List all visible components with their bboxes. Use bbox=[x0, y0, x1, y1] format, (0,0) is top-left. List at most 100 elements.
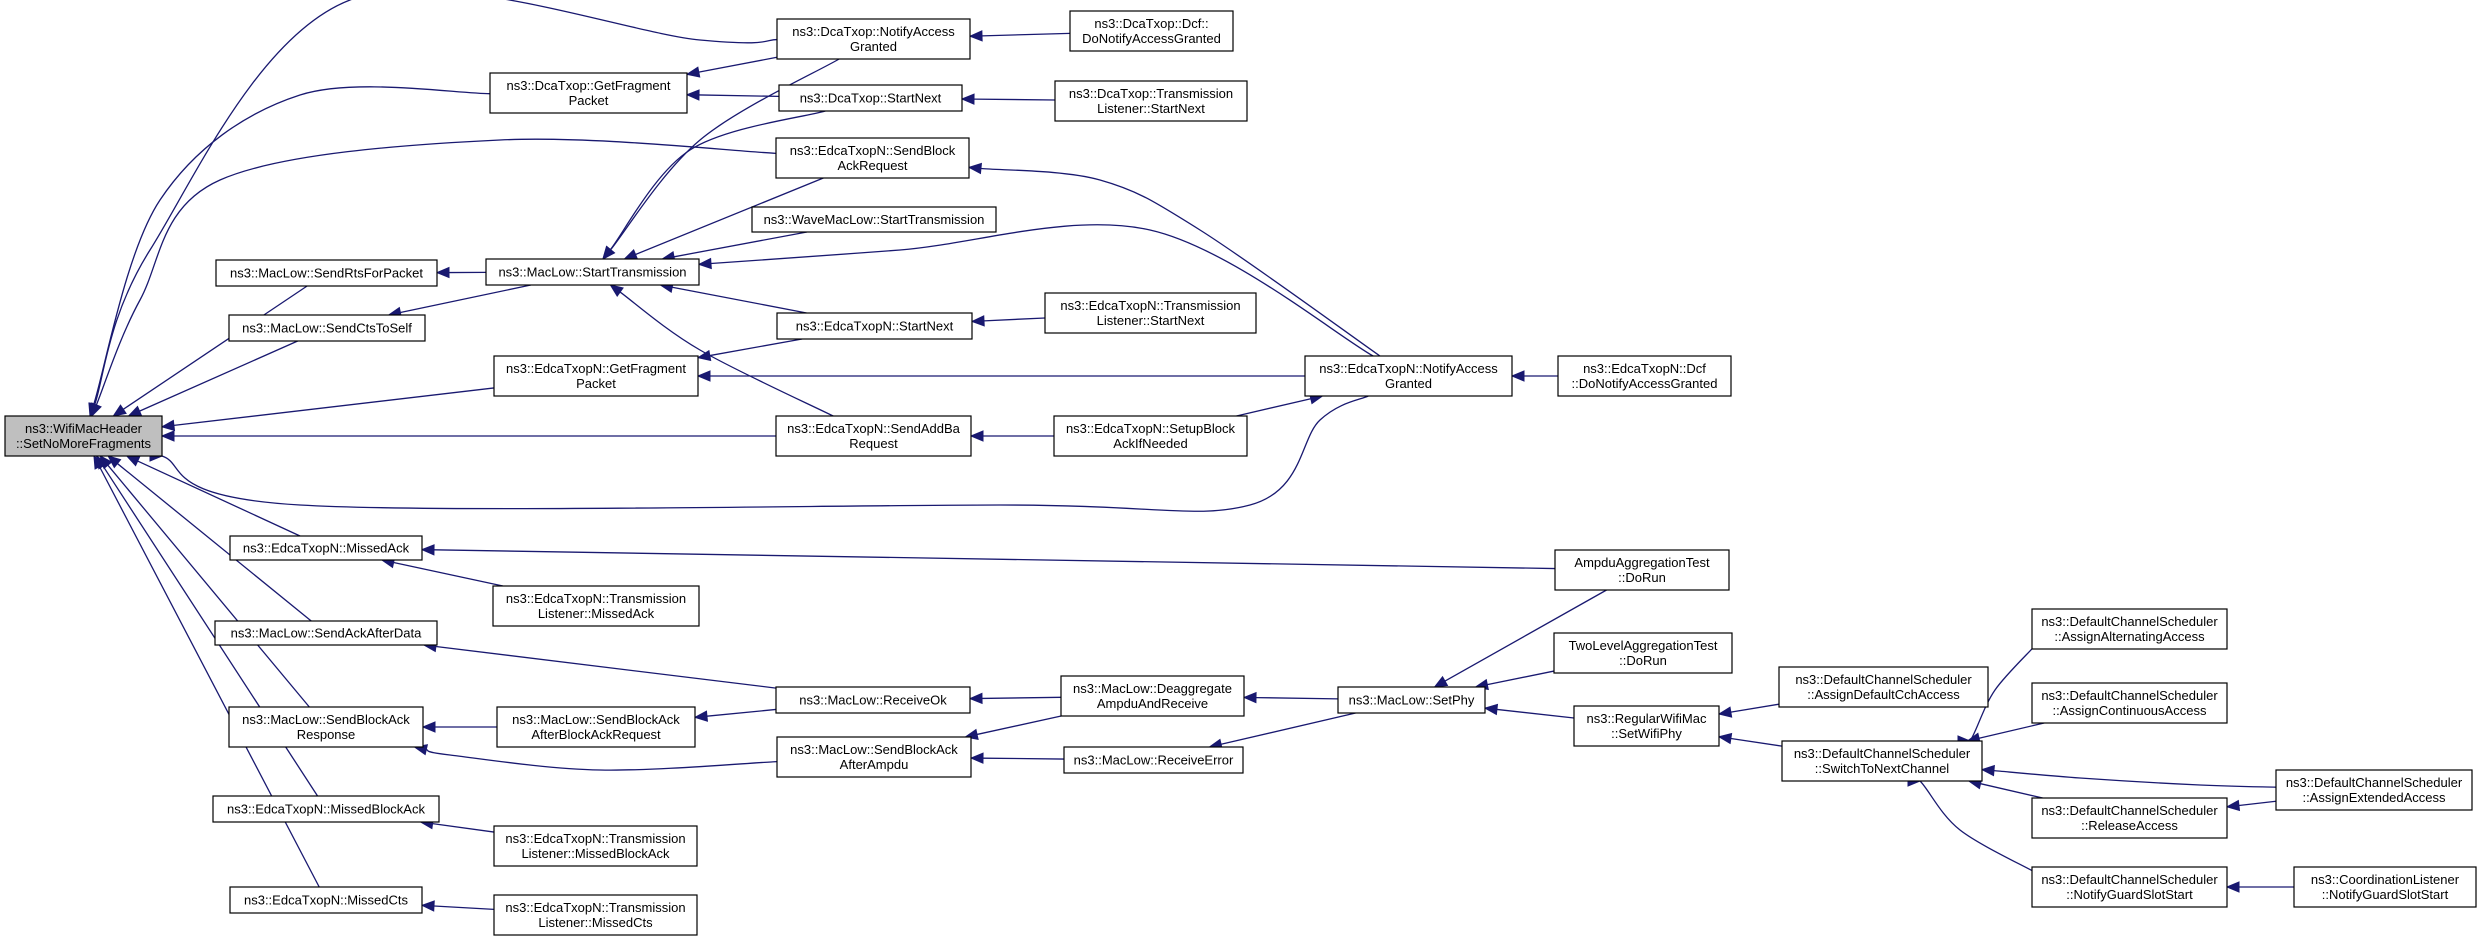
graph-edges bbox=[88, 0, 2294, 912]
edge-dca-startnext-to-dca-getfrag bbox=[685, 89, 780, 101]
arrowhead-icon bbox=[968, 692, 983, 705]
node-edca-notify[interactable]: ns3::EdcaTxopN::NotifyAccessGranted bbox=[1304, 355, 1513, 397]
arrowhead-icon bbox=[1980, 764, 1995, 777]
node-edca-tl-startnext[interactable]: ns3::EdcaTxopN::TransmissionListener::St… bbox=[1044, 292, 1257, 334]
node-sendackafterdata[interactable]: ns3::MacLow::SendAckAfterData bbox=[214, 620, 438, 646]
edge-wave-start-to-start-tx bbox=[660, 231, 808, 263]
node-label: Listener::StartNext bbox=[1097, 313, 1205, 328]
node-edca-tl-missedblockack[interactable]: ns3::EdcaTxopN::TransmissionListener::Mi… bbox=[493, 825, 698, 867]
node-start-tx[interactable]: ns3::MacLow::StartTransmission bbox=[485, 258, 700, 286]
node-sched-continuous[interactable]: ns3::DefaultChannelScheduler::AssignCont… bbox=[2031, 682, 2228, 724]
edge-edca-tl-missedack-to-edca-missedack bbox=[380, 557, 504, 587]
node-sendrts[interactable]: ns3::MacLow::SendRtsForPacket bbox=[215, 259, 438, 287]
node-coord-guard[interactable]: ns3::CoordinationListener::NotifyGuardSl… bbox=[2293, 866, 2477, 908]
arrowhead-icon bbox=[160, 430, 175, 442]
node-label: ::SwitchToNextChannel bbox=[1815, 761, 1950, 776]
node-ampdu-test[interactable]: AmpduAggregationTest::DoRun bbox=[1554, 549, 1730, 591]
edge-line bbox=[1444, 589, 1607, 682]
node-sendblockack-afterreq[interactable]: ns3::MacLow::SendBlockAckAfterBlockAckRe… bbox=[496, 706, 696, 748]
node-label: ns3::DcaTxop::GetFragment bbox=[506, 78, 670, 93]
node-sched-guard[interactable]: ns3::DefaultChannelScheduler::NotifyGuar… bbox=[2031, 866, 2228, 908]
arrowhead-icon bbox=[968, 30, 983, 42]
node-edca-dcf-notify[interactable]: ns3::EdcaTxopN::Dcf::DoNotifyAccessGrant… bbox=[1557, 355, 1732, 397]
node-box bbox=[214, 620, 438, 646]
arrowhead-icon bbox=[91, 402, 102, 418]
node-box bbox=[496, 706, 696, 748]
node-edca-tl-missedack[interactable]: ns3::EdcaTxopN::TransmissionListener::Mi… bbox=[492, 585, 700, 627]
node-label: ::SetNoMoreFragments bbox=[16, 436, 152, 451]
node-regular-setwifiphy[interactable]: ns3::RegularWifiMac::SetWifiPhy bbox=[1573, 705, 1720, 747]
edge-line bbox=[1980, 783, 2043, 799]
node-label: ns3::MacLow::SendBlockAck bbox=[512, 712, 680, 727]
node-box bbox=[1053, 415, 1248, 457]
arrowhead-icon bbox=[2225, 799, 2241, 812]
node-label: Granted bbox=[850, 39, 897, 54]
node-sched-extended[interactable]: ns3::DefaultChannelScheduler::AssignExte… bbox=[2275, 769, 2473, 811]
node-label: Listener::MissedAck bbox=[538, 606, 655, 621]
node-box bbox=[228, 706, 424, 748]
edge-line bbox=[976, 715, 1062, 736]
node-label: AckRequest bbox=[837, 158, 907, 173]
node-label: Listener::MissedBlockAck bbox=[521, 846, 670, 861]
edge-start-tx-to-sendcts bbox=[387, 284, 532, 319]
node-sched-release[interactable]: ns3::DefaultChannelScheduler::ReleaseAcc… bbox=[2031, 797, 2228, 839]
node-label: ns3::EdcaTxopN::SetupBlock bbox=[1066, 421, 1236, 436]
edge-sendblockack-afterampdu-to-sendblockackresp bbox=[413, 744, 778, 771]
node-label: ::AssignDefaultCchAccess bbox=[1807, 687, 1960, 702]
node-dca-dcf-notify[interactable]: ns3::DcaTxop::Dcf::DoNotifyAccessGranted bbox=[1069, 10, 1234, 52]
node-receiveok[interactable]: ns3::MacLow::ReceiveOk bbox=[775, 686, 971, 714]
edge-setphy-to-receiveerror bbox=[1208, 712, 1356, 750]
edge-line bbox=[433, 549, 1556, 570]
node-root[interactable]: ns3::WifiMacHeader::SetNoMoreFragments bbox=[4, 415, 163, 457]
node-label: ns3::DcaTxop::StartNext bbox=[800, 91, 942, 106]
node-sched-alternating[interactable]: ns3::DefaultChannelScheduler::AssignAlte… bbox=[2031, 608, 2228, 650]
node-dca-tl-startnext[interactable]: ns3::DcaTxop::TransmissionListener::Star… bbox=[1054, 80, 1248, 122]
node-label: ns3::RegularWifiMac bbox=[1587, 711, 1707, 726]
edge-line bbox=[1487, 670, 1555, 686]
edge-edca-setupblockack-to-edca-sendaddba bbox=[969, 430, 1054, 442]
node-edca-tl-missedcts[interactable]: ns3::EdcaTxopN::TransmissionListener::Mi… bbox=[493, 894, 698, 936]
node-label: ns3::MacLow::StartTransmission bbox=[498, 265, 686, 280]
node-box bbox=[2293, 866, 2477, 908]
edge-edca-dcf-notify-to-edca-notify bbox=[1510, 370, 1558, 382]
node-box bbox=[1337, 686, 1486, 714]
node-sched-default-cch[interactable]: ns3::DefaultChannelScheduler::AssignDefa… bbox=[1778, 666, 1989, 708]
edge-receiveok-to-sendackafterdata bbox=[422, 640, 777, 689]
edge-sched-release-to-sched-switch bbox=[1967, 778, 2043, 799]
edge-sendblockack-afterreq-to-sendblockackresp bbox=[421, 721, 497, 733]
node-label: ns3::DefaultChannelScheduler bbox=[2041, 872, 2218, 887]
node-edca-missedcts[interactable]: ns3::EdcaTxopN::MissedCts bbox=[229, 886, 423, 914]
node-label: AfterAmpdu bbox=[840, 757, 909, 772]
edge-start-tx-to-sendrts bbox=[435, 266, 487, 279]
edge-line bbox=[393, 561, 504, 587]
edge-line bbox=[432, 822, 495, 833]
edge-line bbox=[1255, 696, 1339, 700]
node-wave-start[interactable]: ns3::WaveMacLow::StartTransmission bbox=[751, 206, 997, 233]
node-sched-switch[interactable]: ns3::DefaultChannelScheduler::SwitchToNe… bbox=[1781, 740, 1983, 782]
edge-line bbox=[107, 464, 310, 708]
arrowhead-icon bbox=[1433, 675, 1449, 688]
node-edca-missedblockack[interactable]: ns3::EdcaTxopN::MissedBlockAck bbox=[212, 795, 440, 823]
node-dca-notify[interactable]: ns3::DcaTxop::NotifyAccessGranted bbox=[776, 18, 971, 60]
node-dca-startnext[interactable]: ns3::DcaTxop::StartNext bbox=[778, 84, 963, 112]
node-receiveerror[interactable]: ns3::MacLow::ReceiveError bbox=[1063, 746, 1244, 774]
edge-line bbox=[981, 32, 1071, 37]
node-label: ns3::EdcaTxopN::Transmission bbox=[1060, 298, 1240, 313]
node-edca-startnext[interactable]: ns3::EdcaTxopN::StartNext bbox=[776, 312, 973, 340]
node-edca-missedack[interactable]: ns3::EdcaTxopN::MissedAck bbox=[229, 535, 423, 561]
arrowhead-icon bbox=[1483, 703, 1499, 716]
node-twolevel-test[interactable]: TwoLevelAggregationTest::DoRun bbox=[1553, 632, 1733, 674]
edge-sendrts-to-root bbox=[112, 285, 308, 417]
node-setphy[interactable]: ns3::MacLow::SetPhy bbox=[1337, 686, 1486, 714]
edge-edca-getfrag-to-root bbox=[160, 387, 495, 432]
node-sendcts[interactable]: ns3::MacLow::SendCtsToSelf bbox=[228, 314, 426, 342]
